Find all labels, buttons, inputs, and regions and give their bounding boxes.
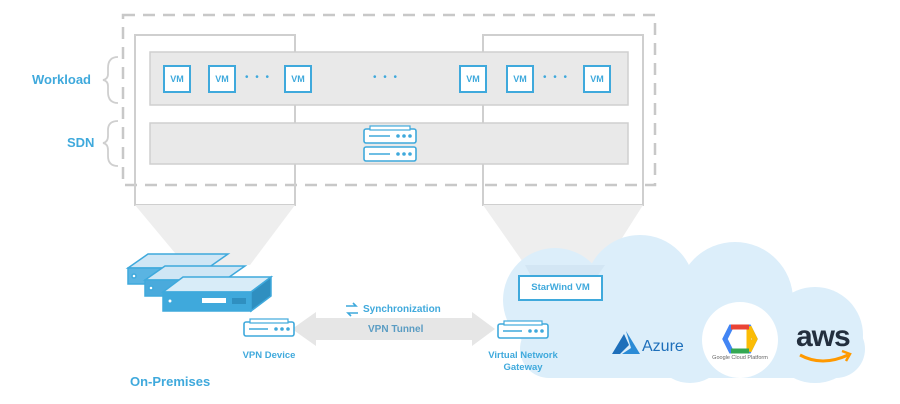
ellipsis: • • • <box>245 72 272 83</box>
workload-label: Workload <box>32 72 91 87</box>
server-stack-icon <box>125 253 274 313</box>
sdn-label: SDN <box>67 135 95 150</box>
vm-label: VM <box>513 74 527 84</box>
vpn-tunnel-label: VPN Tunnel <box>368 324 424 335</box>
sync-icon <box>346 302 358 317</box>
aws-logo-text: aws <box>796 320 851 353</box>
cluster-boundary <box>121 13 657 187</box>
on-premises-label: On-Premises <box>130 374 211 389</box>
virtual-network-gateway-label: Virtual Network Gateway <box>488 350 558 373</box>
vm-box <box>208 65 236 93</box>
google-cloud-logo <box>702 302 778 378</box>
vm-box <box>506 65 534 93</box>
vpn-tunnel-arrow <box>292 312 495 346</box>
ellipsis: • • • <box>543 72 570 83</box>
vm-label: VM <box>170 74 184 84</box>
sdn-switch-icon <box>363 125 417 162</box>
vpn-device-icon <box>243 318 295 337</box>
google-cloud-logo-text: Google Cloud Platform <box>712 355 768 361</box>
vm-box <box>163 65 191 93</box>
starwind-vm-box <box>518 275 603 301</box>
vm-label: VM <box>291 74 305 84</box>
vm-box <box>459 65 487 93</box>
workload-bracket <box>102 56 119 104</box>
vm-label: VM <box>215 74 229 84</box>
vpn-device-label: VPN Device <box>242 350 296 361</box>
azure-logo-text: Azure <box>642 338 684 355</box>
vm-label: VM <box>466 74 480 84</box>
sdn-bracket <box>102 120 119 167</box>
vm-box <box>284 65 312 93</box>
vm-label: VM <box>590 74 604 84</box>
synchronization-label: Synchronization <box>363 304 441 315</box>
vm-box <box>583 65 611 93</box>
ellipsis: • • • <box>373 72 400 83</box>
on-premises-projection <box>135 205 295 265</box>
aws-smile-icon <box>799 353 849 363</box>
virtual-network-gateway-icon <box>497 320 549 339</box>
azure-logo-icon <box>612 331 640 354</box>
starwind-vm-label: StarWind VM <box>531 282 590 293</box>
